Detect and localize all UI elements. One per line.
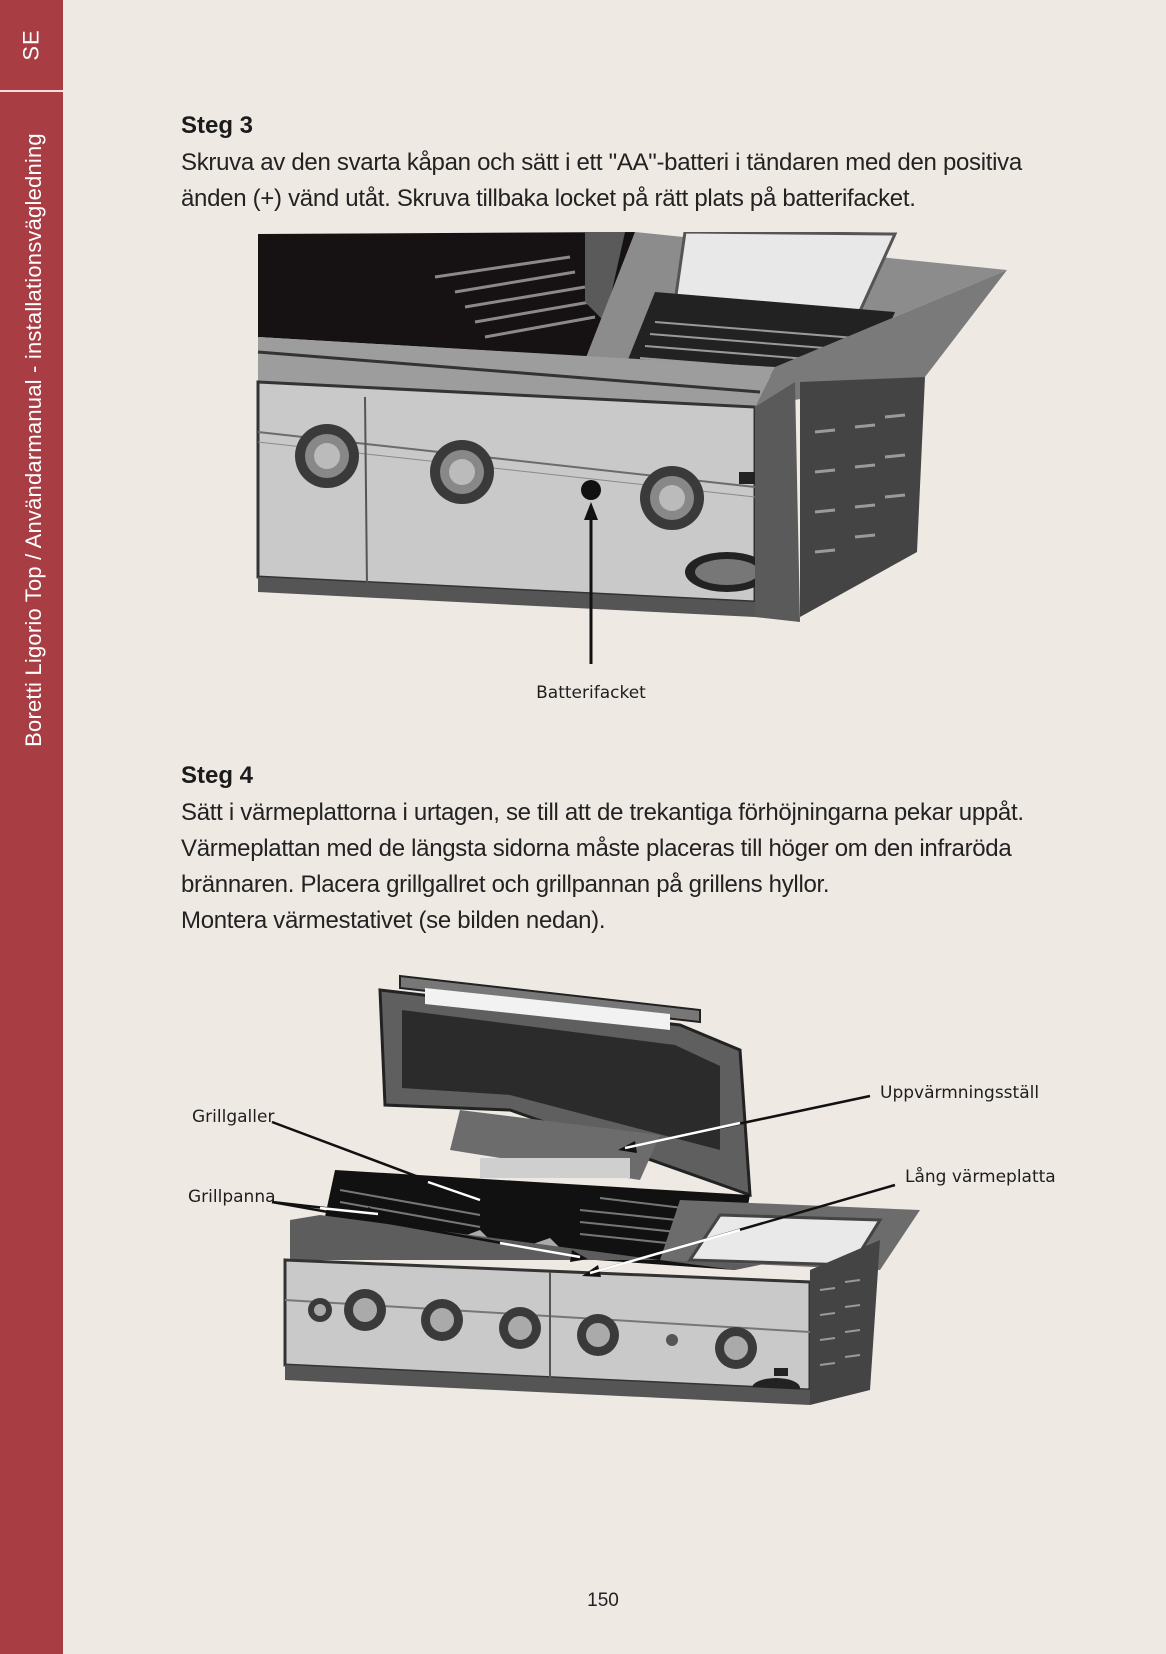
step4-title: Steg 4 xyxy=(181,762,254,789)
step3-text: Skruva av den svarta kåpan och sätt i et… xyxy=(181,145,1061,217)
control-knob xyxy=(640,466,704,530)
side-cabinet-wall xyxy=(800,377,925,617)
grill-grate xyxy=(434,255,596,339)
label-pointer-highlights xyxy=(319,1121,741,1275)
control-knob xyxy=(295,424,359,488)
side-cabinet-top xyxy=(755,270,1007,407)
step4-line: Montera värmestativet (se bilden nedan). xyxy=(181,907,606,934)
vent-slots xyxy=(814,413,906,554)
battery-compartment-label: Batterifacket xyxy=(536,683,646,703)
bottom-rail xyxy=(258,577,755,617)
grill-parts-figure: Grillgaller Grillpanna Uppvärmningsställ… xyxy=(188,974,1056,1405)
uppvarmningsstall-label: Uppvärmningsställ xyxy=(880,1083,1039,1103)
control-knob xyxy=(715,1327,757,1369)
bottom-rail xyxy=(285,1365,810,1405)
vent-slots xyxy=(819,1279,861,1366)
grill-battery-figure: Batterifacket xyxy=(256,232,1007,703)
sidebar: SE Boretti Ligorio Top / Användarmanual … xyxy=(0,0,63,1654)
igniter-button xyxy=(666,1334,678,1346)
handle-reflection xyxy=(425,988,670,1030)
page-number: 150 xyxy=(587,1590,619,1611)
lid-hinge xyxy=(585,232,625,322)
battery-cap-icon xyxy=(581,480,601,500)
lid-interior xyxy=(402,1010,720,1150)
step4-line: Sätt i värmeplattorna i urtagen, se till… xyxy=(181,799,1024,826)
sidebar-divider xyxy=(0,90,63,92)
language-label: SE xyxy=(18,29,44,61)
control-knob xyxy=(577,1314,619,1356)
document-title: Boretti Ligorio Top / Användarmanual - i… xyxy=(21,133,46,747)
battery-pointer-arrowhead xyxy=(584,502,598,520)
lang-varmeplatta-label: Lång värmeplatta xyxy=(905,1166,1056,1187)
grillgaller-label: Grillgaller xyxy=(192,1107,274,1127)
step4-line: brännaren. Placera grillgallret och gril… xyxy=(181,871,830,898)
step3-line: änden (+) vänd utåt. Skruva tillbaka loc… xyxy=(181,185,916,212)
indicator-slot xyxy=(774,1368,788,1376)
grill-body-top xyxy=(290,1215,885,1270)
step4-text: Sätt i värmeplattorna i urtagen, se till… xyxy=(181,795,1061,939)
step3-line: Skruva av den svarta kåpan och sätt i et… xyxy=(181,149,1022,176)
control-knob xyxy=(499,1307,541,1349)
control-knob xyxy=(308,1298,332,1322)
control-knob xyxy=(421,1299,463,1341)
control-knob xyxy=(344,1289,386,1331)
warming-rack-bar xyxy=(480,1158,630,1178)
language-tab: SE xyxy=(0,0,63,90)
step4-line: Värmeplattan med de längsta sidorna måst… xyxy=(181,835,1012,862)
step3-title: Steg 3 xyxy=(181,112,254,139)
control-knob xyxy=(430,440,494,504)
side-cabinet-edge xyxy=(755,382,800,622)
grill-cooking-area xyxy=(258,232,635,357)
grillpanna-label: Grillpanna xyxy=(188,1187,276,1207)
